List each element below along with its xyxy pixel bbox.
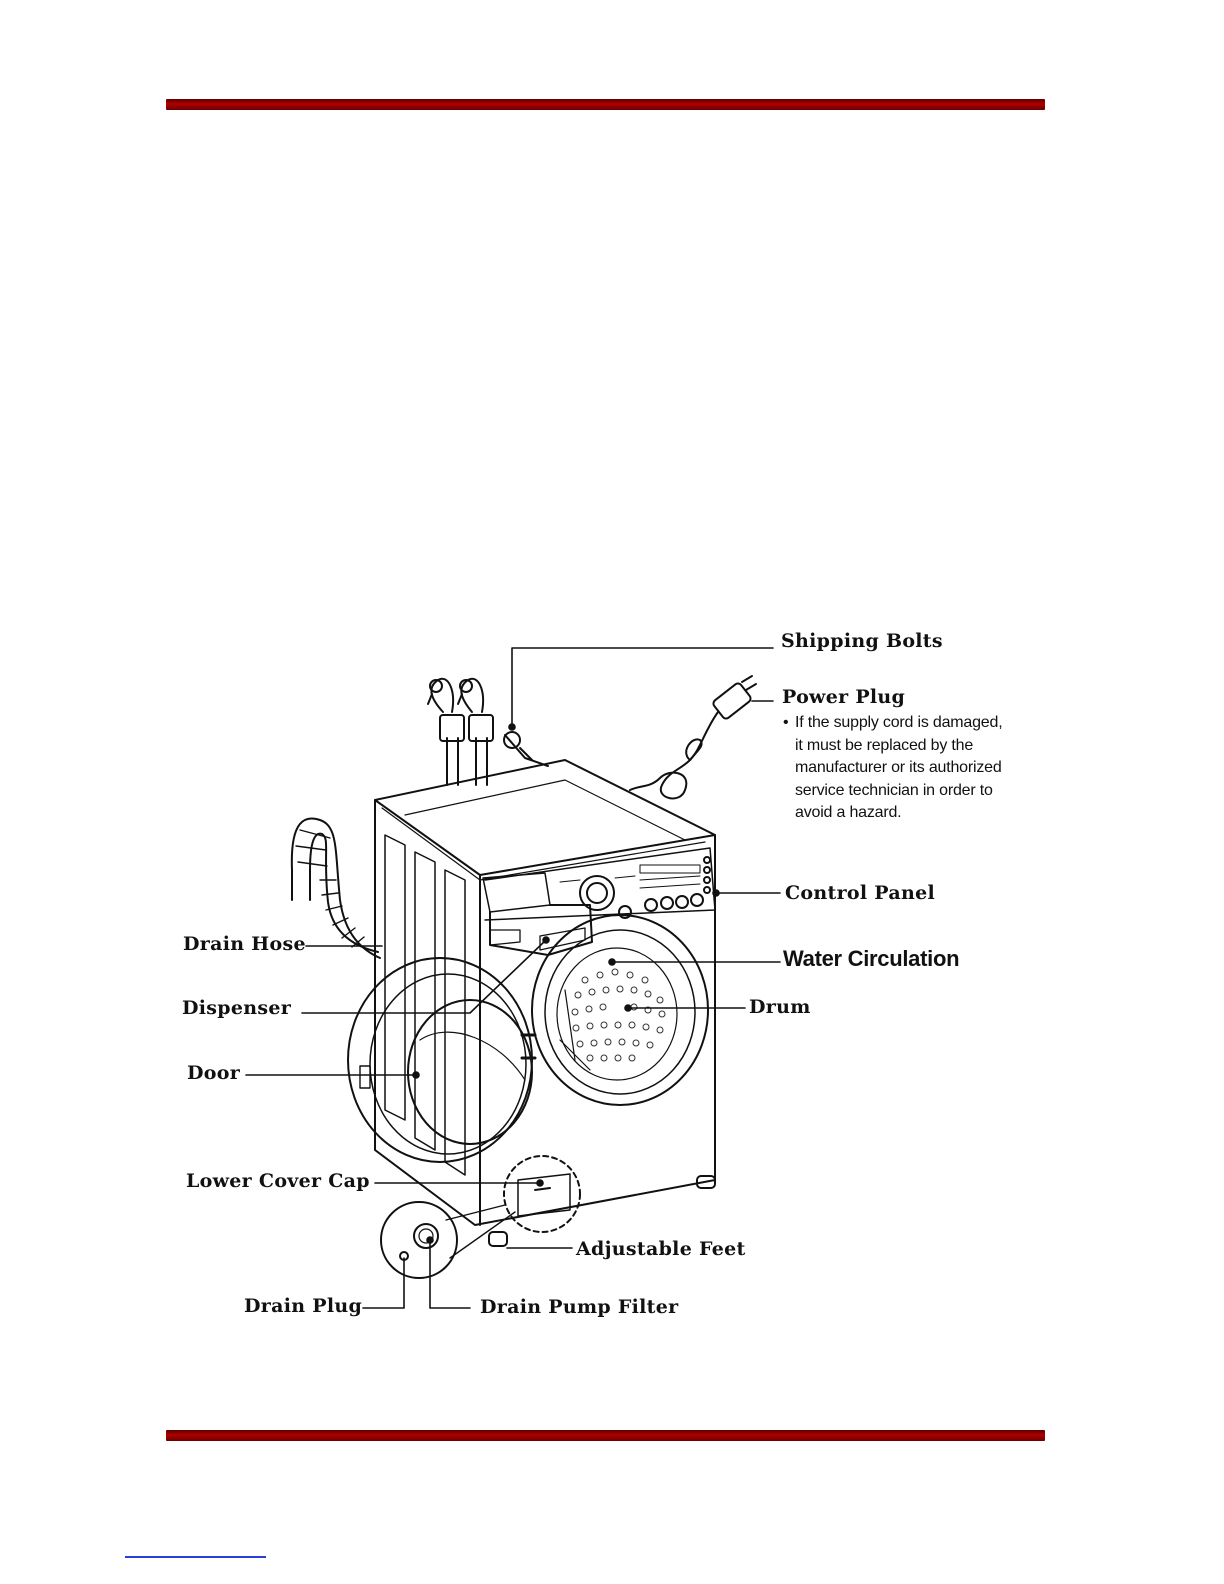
- label-drain-hose: Drain Hose: [183, 933, 306, 955]
- bullet-icon: •: [783, 712, 788, 735]
- label-control-panel: Control Panel: [785, 882, 935, 904]
- label-door: Door: [187, 1062, 240, 1084]
- label-lower-cover-cap: Lower Cover Cap: [186, 1170, 370, 1192]
- power-plug-note-text: If the supply cord is damaged, it must b…: [783, 712, 1033, 825]
- label-dispenser: Dispenser: [182, 997, 291, 1019]
- drum-illustration: [532, 915, 708, 1105]
- label-water-circulation: Water Circulation: [783, 946, 959, 972]
- water-taps-illustration: [428, 679, 493, 785]
- label-drum: Drum: [749, 996, 811, 1018]
- power-plug-note: • If the supply cord is damaged, it must…: [783, 712, 1033, 825]
- label-power-plug: Power Plug: [782, 686, 905, 708]
- label-drain-pump-filter: Drain Pump Filter: [480, 1296, 678, 1318]
- door-illustration: [348, 958, 535, 1162]
- leader-drain-plug: [363, 1258, 404, 1308]
- dispenser-illustration: [483, 873, 592, 955]
- power-plug-illustration: [630, 676, 756, 798]
- shipping-bolt-illustration: [504, 732, 548, 766]
- leader-dispenser: [302, 940, 546, 1013]
- label-adjustable-feet: Adjustable Feet: [576, 1238, 746, 1260]
- label-drain-plug: Drain Plug: [244, 1295, 362, 1317]
- label-shipping-bolts: Shipping Bolts: [781, 630, 943, 652]
